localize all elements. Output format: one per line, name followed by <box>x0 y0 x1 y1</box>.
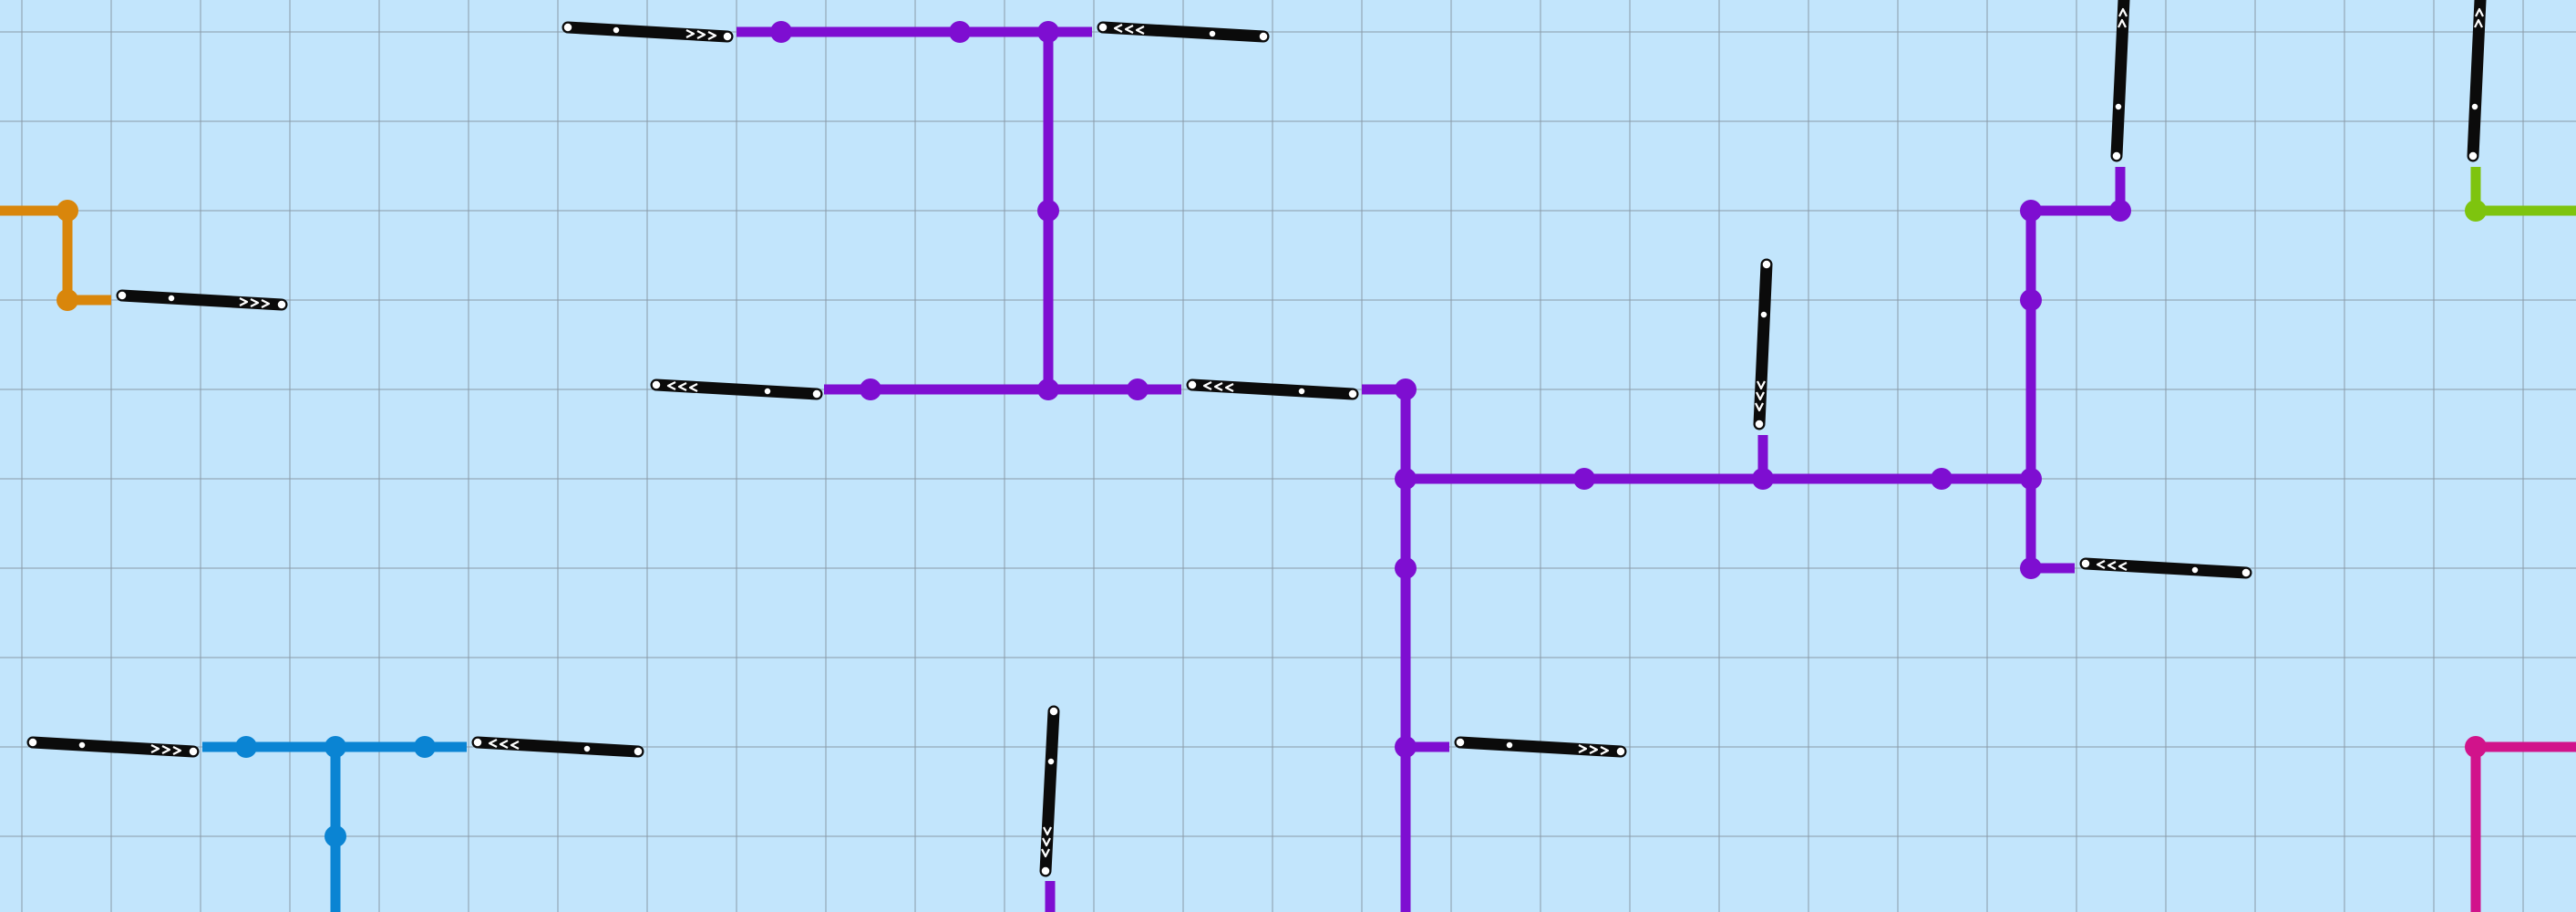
purple-line[interactable] <box>737 21 2131 912</box>
purple-track-node-icon[interactable] <box>1752 468 1774 490</box>
chevrons-forward-icon <box>685 29 717 40</box>
chevrons-back-icon <box>1202 381 1234 392</box>
direction-sign-icon[interactable] <box>1454 736 1627 758</box>
purple-track-node-icon[interactable] <box>1037 200 1059 222</box>
orange-track-node-icon[interactable] <box>57 289 78 311</box>
blue-track-node-icon[interactable] <box>325 825 346 847</box>
magenta-track-node-icon[interactable] <box>2465 736 2487 758</box>
direction-sign-icon[interactable] <box>116 289 288 311</box>
green-track-node-icon[interactable] <box>2465 200 2487 222</box>
chevrons-forward-icon <box>239 297 271 308</box>
direction-sign-icon[interactable] <box>1097 21 1270 43</box>
purple-track-node-icon[interactable] <box>1127 378 1149 400</box>
purple-track-node-icon[interactable] <box>2020 557 2042 579</box>
purple-track-node-icon[interactable] <box>1395 378 1417 400</box>
blue-line[interactable] <box>202 736 467 912</box>
purple-track-node-icon[interactable] <box>860 378 881 400</box>
direction-sign-icon[interactable] <box>562 21 734 43</box>
direction-sign-icon[interactable] <box>1186 378 1359 400</box>
direction-sign-icon[interactable] <box>1753 258 1773 430</box>
direction-sign-icon[interactable] <box>2467 0 2487 162</box>
magenta-line[interactable] <box>2465 736 2576 912</box>
chevrons-back-icon <box>488 739 520 750</box>
green-line[interactable] <box>2465 167 2576 222</box>
purple-track-node-icon[interactable] <box>2020 289 2042 311</box>
orange-track-node-icon[interactable] <box>57 200 78 222</box>
purple-track-node-icon[interactable] <box>2020 200 2042 222</box>
direction-sign-icon[interactable] <box>1039 705 1060 877</box>
purple-track-node-icon[interactable] <box>1037 21 1059 43</box>
chevrons-back-icon <box>1113 24 1145 35</box>
direction-sign-icon[interactable] <box>650 378 823 400</box>
chevrons-forward-icon <box>1041 826 1052 858</box>
purple-track-node-icon[interactable] <box>1395 557 1417 579</box>
purple-track-node-icon[interactable] <box>770 21 792 43</box>
purple-track-node-icon[interactable] <box>1573 468 1595 490</box>
direction-sign-icon[interactable] <box>26 736 200 758</box>
blue-track-node-icon[interactable] <box>414 736 436 758</box>
chevrons-forward-icon <box>1755 380 1766 412</box>
purple-track-node-icon[interactable] <box>2020 468 2042 490</box>
blue-track-node-icon[interactable] <box>235 736 257 758</box>
purple-track-node-icon[interactable] <box>1037 378 1059 400</box>
orange-line[interactable] <box>0 200 111 311</box>
purple-track-node-icon[interactable] <box>949 21 971 43</box>
direction-sign-icon[interactable] <box>2079 557 2252 579</box>
purple-track-node-icon[interactable] <box>1931 468 1953 490</box>
orange-track[interactable] <box>0 205 111 306</box>
chevrons-forward-icon <box>150 744 182 755</box>
purple-track-node-icon[interactable] <box>1395 736 1417 758</box>
direction-sign-icon[interactable] <box>2110 0 2130 162</box>
chevrons-back-icon <box>2474 7 2484 28</box>
chevrons-back-icon <box>666 381 698 392</box>
chevrons-back-icon <box>2117 7 2128 28</box>
purple-track-node-icon[interactable] <box>2109 200 2131 222</box>
blue-track-node-icon[interactable] <box>325 736 346 758</box>
chevrons-forward-icon <box>1578 744 1610 755</box>
chevrons-back-icon <box>2096 560 2128 571</box>
purple-track-node-icon[interactable] <box>1395 468 1417 490</box>
direction-sign-icon[interactable] <box>471 736 644 758</box>
